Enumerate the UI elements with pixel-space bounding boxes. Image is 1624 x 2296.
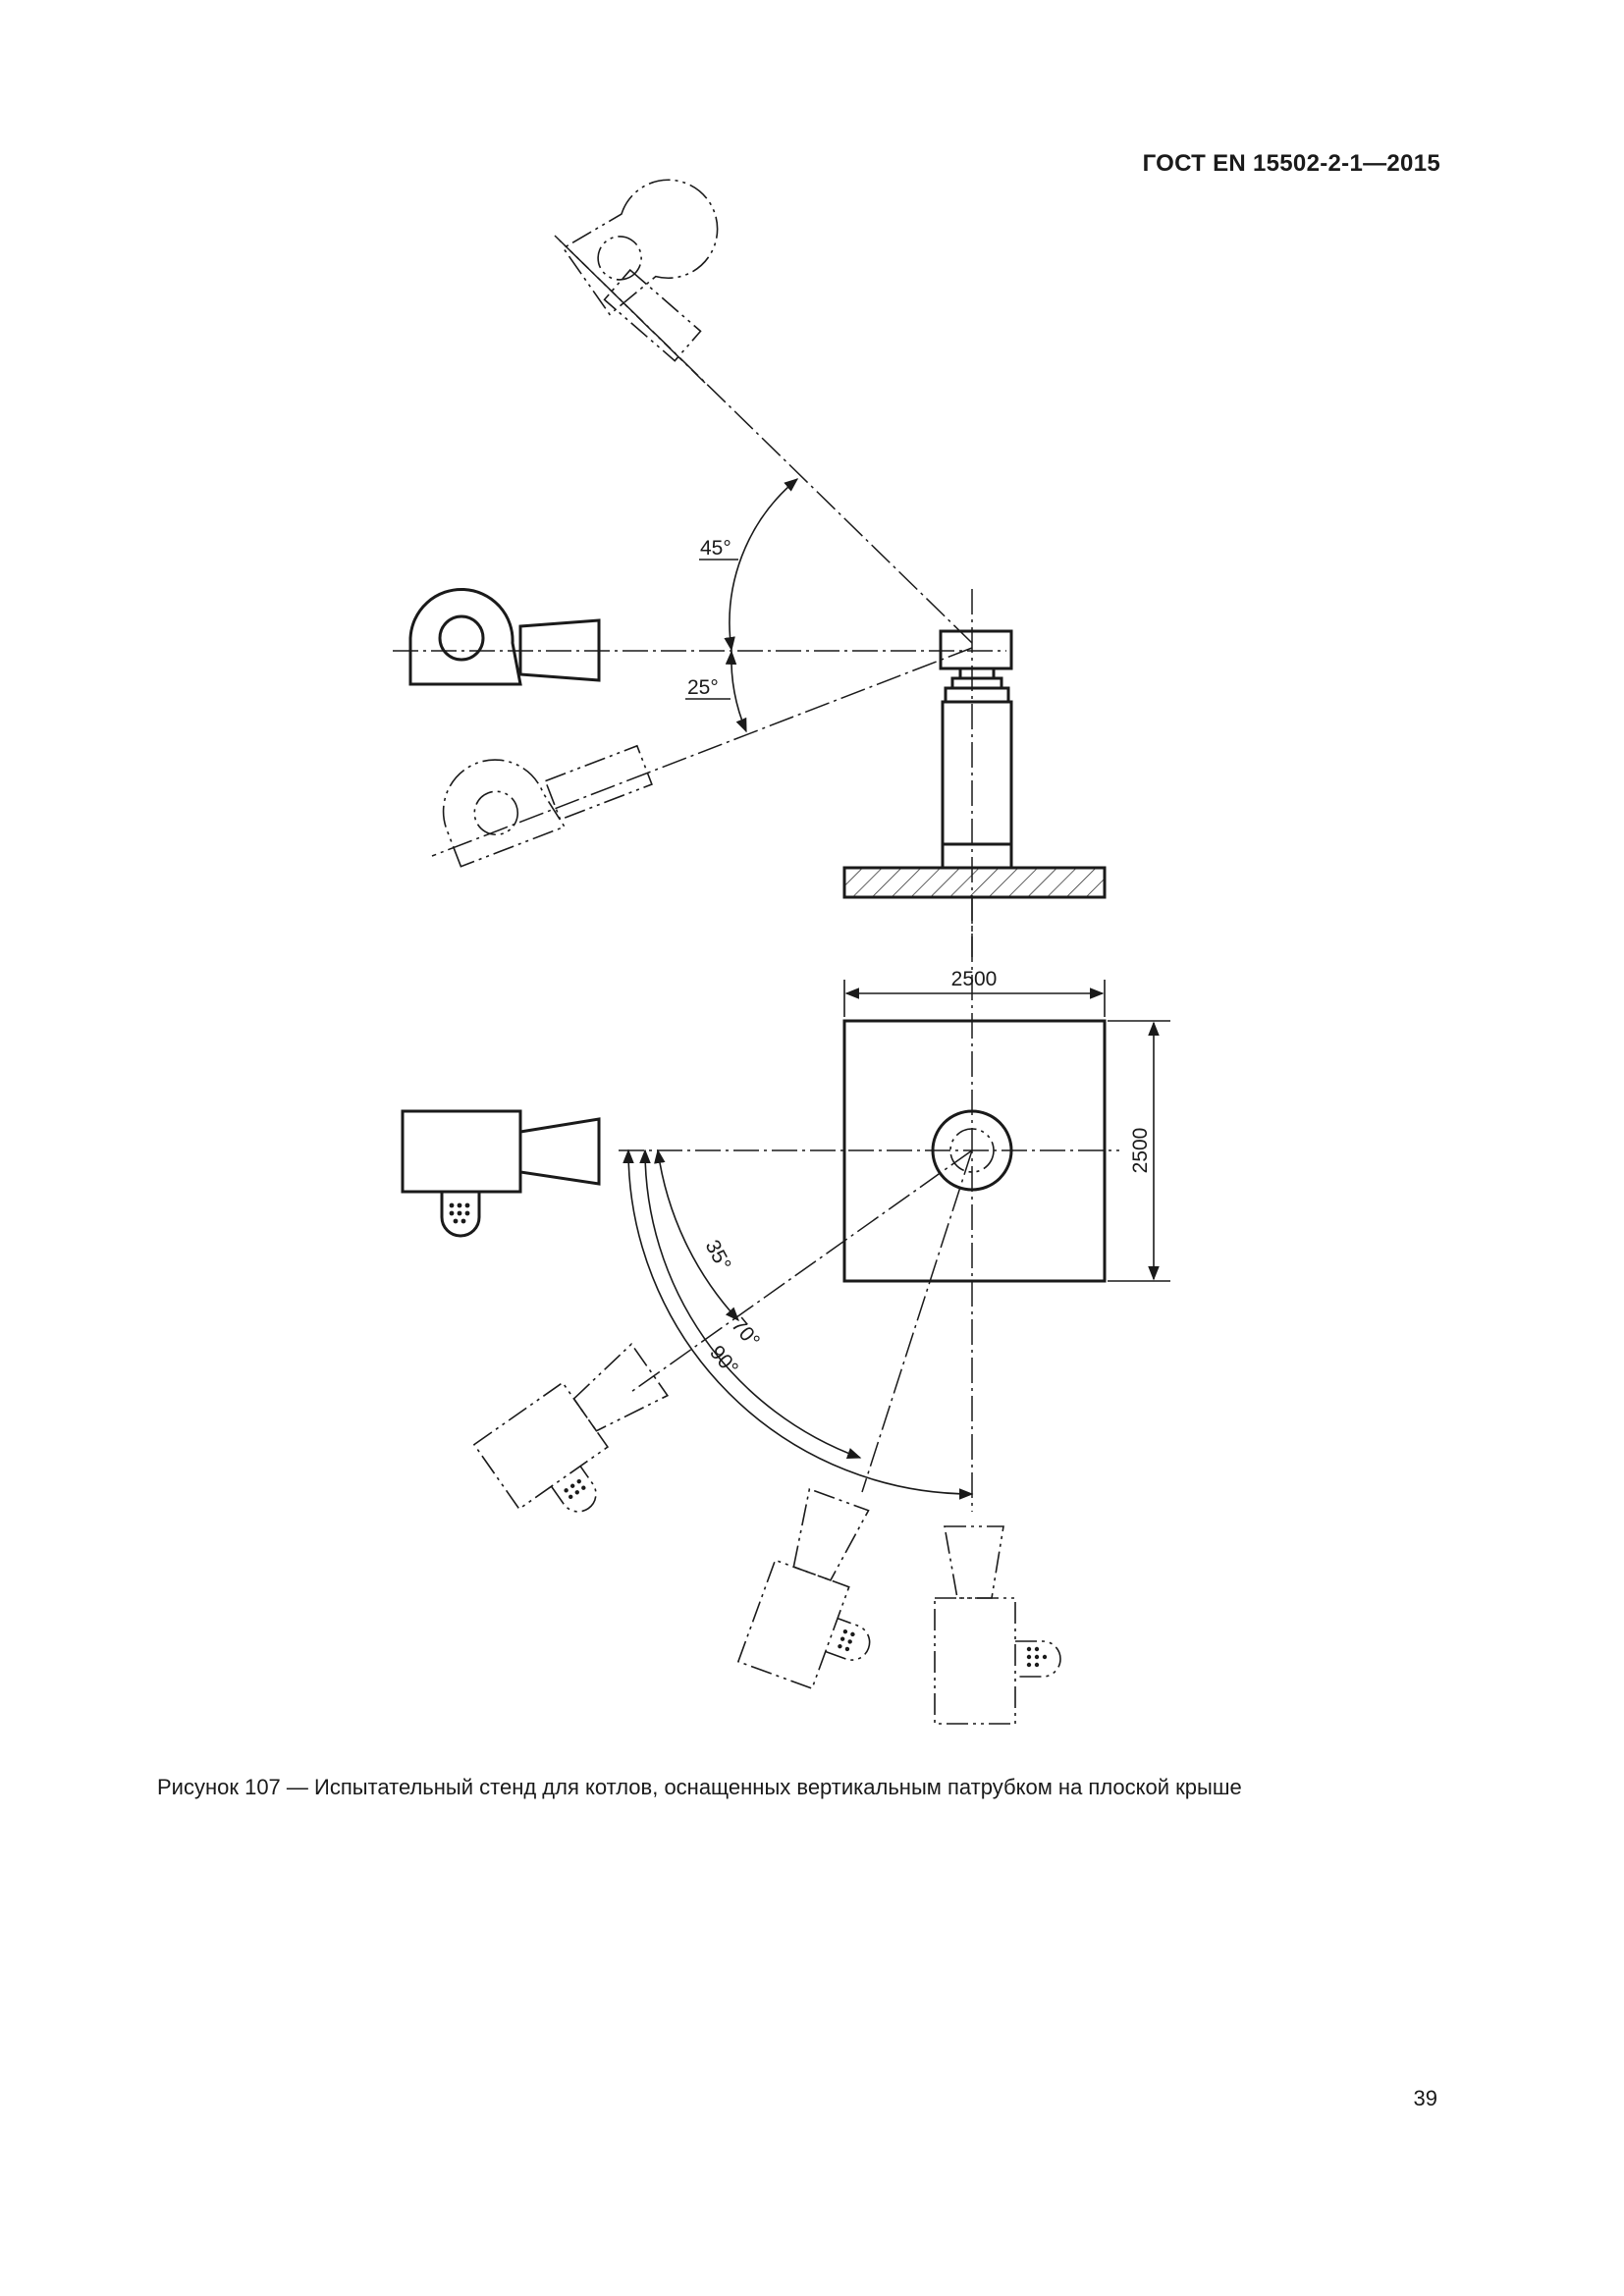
pipe-base — [941, 842, 1013, 870]
fan-plan-90 — [934, 1525, 1061, 1725]
terminal-pipe — [941, 700, 1013, 846]
angle-label-45: 45° — [700, 537, 731, 560]
page-number: 39 — [1413, 2086, 1437, 2110]
fan-plan-70 — [736, 1149, 973, 1690]
angle-arc-25 — [725, 650, 747, 733]
dim-height-label: 2500 — [1129, 1128, 1152, 1174]
fan-plan-horizontal — [401, 1109, 601, 1238]
dim-width-label: 2500 — [951, 968, 998, 990]
angle-arc-90 — [623, 1148, 974, 1500]
roof-plate — [842, 866, 1107, 899]
plan-view: 2500 2500 — [401, 898, 1170, 1725]
fan-up-45 — [554, 179, 973, 644]
test-rig-drawing: 45° 25° 2500 2500 — [393, 179, 1170, 1725]
terminal-head — [939, 629, 1013, 670]
fan-horizontal — [408, 588, 601, 686]
angle-arc-45 — [724, 478, 799, 652]
angle-arc-35 — [654, 1148, 739, 1322]
angle-label-25: 25° — [687, 676, 719, 699]
elevation-view: 45° 25° — [393, 179, 1107, 957]
fan-down-25 — [431, 647, 973, 868]
figure-caption: Рисунок 107 — Испытательный стенд для ко… — [157, 1775, 1242, 1799]
document-header: ГОСТ EN 15502-2-1—2015 — [1142, 150, 1440, 177]
terminal-plan-inner — [949, 1128, 995, 1173]
angle-arc-70 — [639, 1148, 862, 1459]
terminal-flange — [944, 686, 1010, 704]
angle-label-35: 35° — [701, 1237, 735, 1275]
